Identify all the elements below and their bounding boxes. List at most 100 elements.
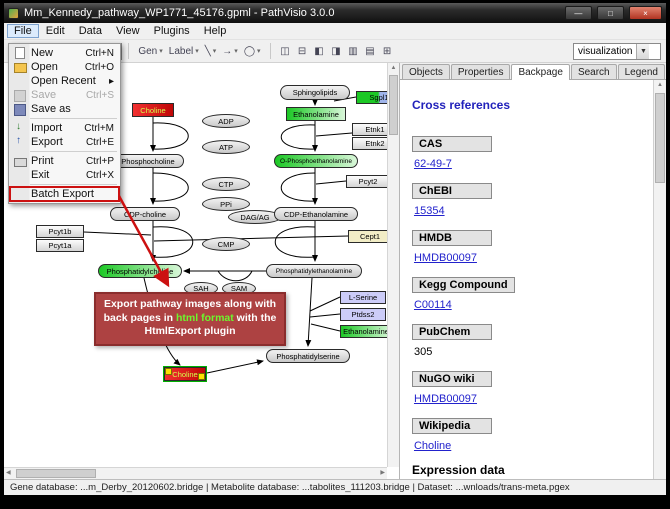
- pathway-node[interactable]: Phosphocholine: [112, 154, 184, 168]
- align-center-x-icon[interactable]: ◫: [280, 45, 290, 57]
- menu-file[interactable]: File: [7, 24, 39, 38]
- crossref-link[interactable]: 62-49-7: [413, 158, 452, 170]
- close-button[interactable]: ×: [629, 6, 662, 20]
- tab-objects[interactable]: Objects: [401, 64, 450, 79]
- pathway-node[interactable]: Sphingolipids: [280, 85, 350, 100]
- annotation-callout: Export pathway images along with back pa…: [94, 292, 286, 346]
- menu-help[interactable]: Help: [203, 25, 227, 37]
- pathway-node[interactable]: Choline: [132, 103, 174, 117]
- pathway-node[interactable]: CTP: [202, 177, 250, 191]
- pathway-node[interactable]: Etnk1: [352, 123, 398, 136]
- pathway-node[interactable]: Choline: [164, 367, 206, 381]
- distribute-vertical-icon[interactable]: ▤: [365, 45, 375, 57]
- pathway-node[interactable]: O-Phosphoethanolamine: [274, 154, 358, 168]
- line-tool[interactable]: ╲▾: [204, 45, 217, 57]
- pathway-node[interactable]: Pcyt2: [346, 175, 390, 188]
- menu-plugins[interactable]: Plugins: [153, 25, 190, 37]
- menu-edit[interactable]: Edit: [45, 25, 65, 37]
- menu-view[interactable]: View: [115, 25, 140, 37]
- pathway-node[interactable]: DAG/AG: [228, 210, 282, 224]
- pathway-node[interactable]: CDP-choline: [110, 207, 180, 221]
- panel-scrollbar[interactable]: ▲: [653, 80, 666, 479]
- toolbar-tools-group: Gen▾ Label▾ ╲▾ →▾ ◯▾: [135, 43, 263, 60]
- window-controls: — □ ×: [563, 6, 662, 20]
- pathway-node[interactable]: Phosphatidylcholine: [98, 264, 182, 278]
- pathway-node[interactable]: Ptdss2: [340, 308, 386, 321]
- file-menu-item-open-recent[interactable]: Open Recent▸: [10, 74, 119, 88]
- tab-search[interactable]: Search: [570, 64, 617, 79]
- pathway-node[interactable]: Pcyt1a: [36, 239, 84, 252]
- crossref-link[interactable]: 15354: [413, 205, 445, 217]
- align-top-icon[interactable]: ◨: [331, 45, 341, 57]
- pathway-node[interactable]: Ethanolamine: [340, 325, 392, 338]
- scroll-left-icon[interactable]: ◀: [6, 470, 11, 476]
- pathway-node[interactable]: Cept1: [348, 230, 392, 243]
- menu-separator: [30, 151, 117, 152]
- visualization-select[interactable]: visualization ▼: [573, 42, 661, 60]
- menu-item-label: Exit: [31, 169, 50, 181]
- menu-item-label: Import: [31, 122, 63, 134]
- toolbar: ▣ Zoom: 100% ▼ Gen▾Label▾╲▾→▾◯▾ ◫⊟◧◨▥▤⊞ …: [4, 40, 666, 63]
- scroll-up-icon[interactable]: ▲: [657, 82, 663, 88]
- crossref-link[interactable]: C00114: [413, 299, 452, 311]
- visualization-value: visualization: [578, 45, 633, 57]
- shape-tool[interactable]: ◯▾: [243, 45, 261, 57]
- scroll-right-icon[interactable]: ▶: [380, 470, 385, 476]
- maximize-button[interactable]: □: [596, 6, 624, 20]
- file-menu-item-batch-export[interactable]: Batch Export: [9, 186, 120, 202]
- label-tool[interactable]: Label▾: [168, 45, 199, 57]
- pathway-node[interactable]: L-Serine: [340, 291, 386, 304]
- distribute-horizontal-icon[interactable]: ▥: [348, 45, 358, 57]
- file-menu-item-save-as[interactable]: Save as: [10, 102, 119, 116]
- pathway-node[interactable]: Ethanolamine: [286, 107, 346, 121]
- align-center-y-icon[interactable]: ⊟: [297, 45, 307, 57]
- crossref-link[interactable]: Choline: [413, 440, 452, 452]
- pathway-node[interactable]: SAM: [222, 282, 256, 295]
- menu-shortcut: Ctrl+O: [84, 61, 114, 73]
- pathway-node[interactable]: ATP: [202, 140, 250, 154]
- crossref-link[interactable]: HMDB00097: [413, 252, 477, 264]
- pathway-node[interactable]: PPi: [202, 197, 250, 211]
- scrollbar-thumb[interactable]: [388, 75, 398, 135]
- tab-legend[interactable]: Legend: [617, 64, 665, 79]
- canvas-vertical-scrollbar[interactable]: ▲: [386, 63, 399, 467]
- new-file-icon: [12, 47, 28, 59]
- pathway-node[interactable]: CMP: [202, 237, 250, 251]
- pathway-node[interactable]: Phosphatidylserine: [266, 349, 350, 363]
- minimize-button[interactable]: —: [564, 6, 592, 20]
- menu-item-label: Batch Export: [31, 188, 94, 200]
- scrollbar-thumb[interactable]: [16, 469, 96, 478]
- pathway-node[interactable]: Phosphatidylethanolamine: [266, 264, 362, 278]
- tab-backpage[interactable]: Backpage: [511, 64, 570, 80]
- menu-data[interactable]: Data: [78, 25, 102, 37]
- gene-product-tool[interactable]: Gen▾: [138, 45, 163, 57]
- align-left-icon[interactable]: ◧: [314, 45, 324, 57]
- arrow-tool[interactable]: →▾: [222, 45, 238, 57]
- title-bar[interactable]: Mm_Kennedy_pathway_WP1771_45176.gpml - P…: [4, 3, 666, 23]
- menu-separator: [30, 184, 117, 185]
- stack-icon[interactable]: ⊞: [382, 45, 392, 57]
- callout-text: Export pathway images along with back pa…: [103, 298, 277, 324]
- crossref-link[interactable]: HMDB00097: [413, 393, 477, 405]
- pathway-node[interactable]: CDP-Ethanolamine: [274, 207, 358, 221]
- crossref-header: Wikipedia: [411, 418, 492, 434]
- pathway-node[interactable]: Etnk2: [352, 137, 398, 150]
- scroll-up-icon[interactable]: ▲: [390, 65, 397, 71]
- tab-properties[interactable]: Properties: [450, 64, 511, 79]
- pathway-node[interactable]: Pcyt1b: [36, 225, 84, 238]
- save-as-icon: [12, 103, 28, 116]
- pathway-node[interactable]: ADP: [202, 114, 250, 128]
- canvas-horizontal-scrollbar[interactable]: ◀ ▶: [4, 467, 387, 479]
- scrollbar-thumb[interactable]: [655, 93, 665, 183]
